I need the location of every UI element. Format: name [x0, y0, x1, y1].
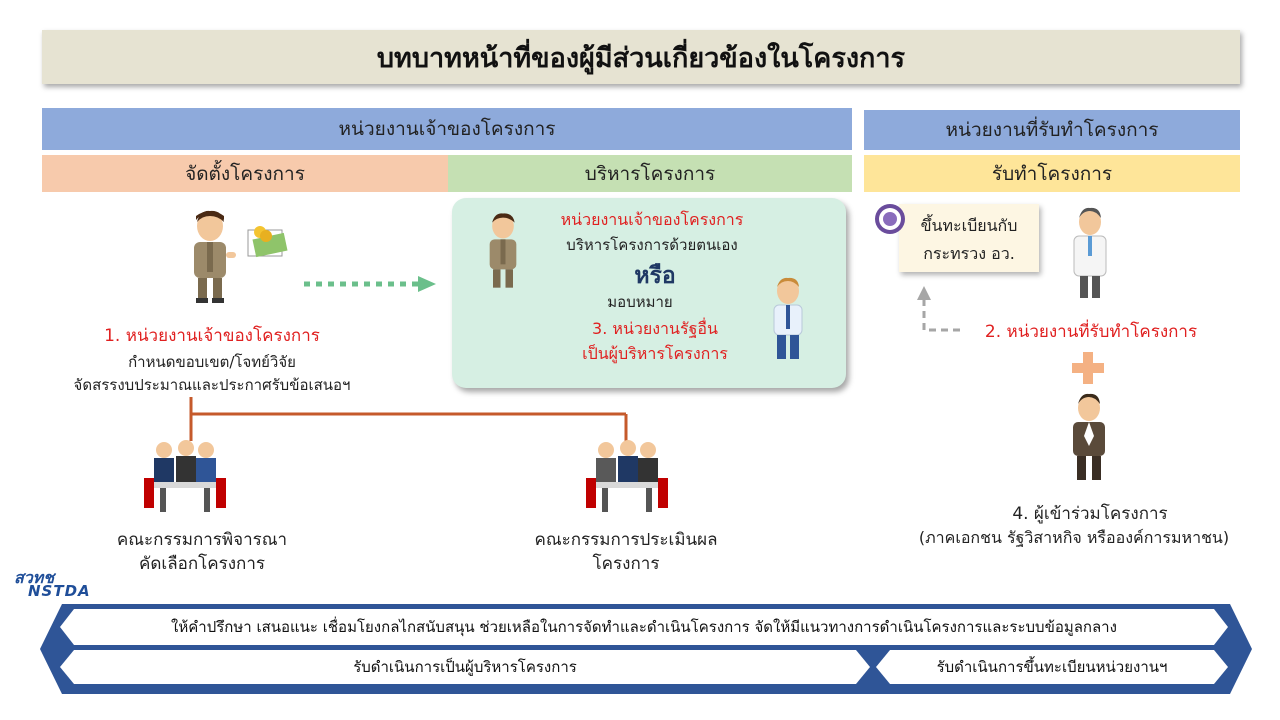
contractor-header: หน่วยงานที่รับทำโครงการ: [864, 110, 1240, 150]
setup-subheader: จัดตั้งโครงการ: [42, 155, 448, 192]
manage-other-heading-1: 3. หน่วยงานรัฐอื่น: [592, 319, 718, 338]
researcher-icon: [1073, 207, 1107, 298]
participant-line2: (ภาคเอกชน รัฐวิสาหกิจ หรือองค์การมหาชน): [918, 528, 1230, 547]
manage-subheader: บริหารโครงการ: [448, 155, 852, 192]
owner-manager-icon: [489, 213, 517, 288]
participant-line1: 4. ผู้เข้าร่วมโครงการ: [1012, 504, 1168, 524]
contractor-role: 2. หน่วยงานที่รับทำโครงการ: [984, 322, 1198, 342]
selection-committee-icon: [144, 440, 226, 512]
owner-header: หน่วยงานเจ้าของโครงการ: [42, 108, 852, 150]
manage-self: บริหารโครงการด้วยตนเอง: [566, 236, 738, 254]
committee-connector: [189, 397, 628, 441]
execute-subheader: รับทำโครงการ: [864, 155, 1240, 192]
evaluation-committee-line1: คณะกรรมการประเมินผล: [534, 530, 718, 550]
manage-assign: มอบหมาย: [607, 293, 673, 311]
participant-icon: [1073, 393, 1105, 480]
ministry-seal-icon: [875, 204, 905, 234]
page-title: บทบาทหน้าที่ของผู้มีส่วนเกี่ยวข้องในโครง…: [42, 30, 1240, 84]
footer-row2-right-shape: [876, 650, 1228, 684]
selection-committee-line1: คณะกรรมการพิจารณา: [116, 530, 288, 550]
register-line2: กระทรวง อว.: [923, 244, 1015, 263]
owner-role-heading: 1. หน่วยงานเจ้าของโครงการ: [104, 326, 320, 346]
manage-or: หรือ: [634, 263, 676, 289]
logo-thai: สวทช: [14, 568, 55, 587]
footer-row1-shape: [60, 609, 1228, 645]
footer-row2-left: รับดำเนินการเป็นผู้บริหารโครงการ: [353, 658, 577, 676]
logo-latin: NSTDA: [28, 582, 91, 600]
register-box: [899, 204, 1039, 272]
owner-role-line2: จัดสรรงบประมาณและประกาศรับข้อเสนอฯ: [73, 376, 351, 394]
footer-row2-right: รับดำเนินการขึ้นทะเบียนหน่วยงานฯ: [936, 658, 1168, 676]
evaluation-committee-line2: โครงการ: [592, 554, 660, 574]
register-line1: ขึ้นทะเบียนกับ: [920, 216, 1018, 235]
other-agency-person-icon: [773, 277, 803, 359]
plus-icon: [1072, 352, 1104, 384]
register-arrow: [917, 286, 960, 332]
footer-row2-left-shape: [60, 650, 870, 684]
dotted-arrow: [304, 276, 436, 292]
owner-role-line1: กำหนดขอบเขต/โจทย์วิจัย: [128, 353, 296, 371]
evaluation-committee-icon: [586, 440, 668, 512]
footer-row1: ให้คำปรึกษา เสนอแนะ เชื่อมโยงกลไกสนับสนุ…: [171, 618, 1117, 636]
manage-other-heading-2: เป็นผู้บริหารโครงการ: [582, 344, 728, 363]
selection-committee-line2: คัดเลือกโครงการ: [138, 554, 266, 574]
owner-official-icon: [194, 210, 236, 303]
money-icon: [247, 226, 288, 258]
manage-heading: หน่วยงานเจ้าของโครงการ: [560, 210, 744, 229]
nstda-logo: สวทช NSTDA: [14, 566, 124, 604]
